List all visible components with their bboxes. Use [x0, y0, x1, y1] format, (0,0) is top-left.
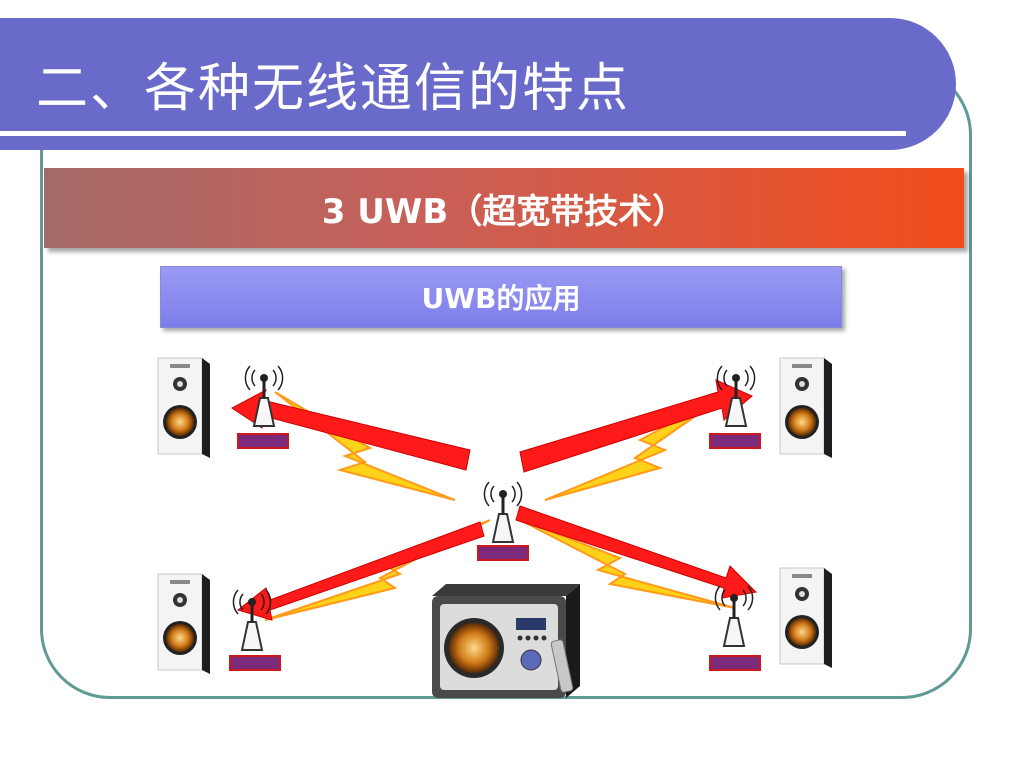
- slide-title: 二、各种无线通信的特点: [36, 59, 631, 119]
- speaker-top-left: [157, 357, 211, 459]
- arrow-to-bottom-left: [236, 521, 485, 621]
- speaker-bottom-left: [157, 573, 211, 675]
- antenna-hub: [477, 480, 529, 561]
- uwb-banner: 3 UWB（超宽带技术）: [44, 168, 964, 248]
- arrow-to-bottom-right: [515, 505, 758, 599]
- antenna-bottom-left: [229, 588, 281, 671]
- antenna-top-left: [237, 364, 289, 449]
- antenna-top-right: [709, 364, 761, 449]
- media-player: [432, 584, 580, 698]
- application-box: UWB的应用: [160, 266, 842, 328]
- antenna-bottom-right: [709, 584, 761, 671]
- banner-text: 3 UWB（超宽带技术）: [321, 191, 687, 232]
- title-bar: [0, 18, 956, 150]
- application-label: UWB的应用: [421, 282, 581, 315]
- title-underline: [0, 131, 906, 136]
- speaker-bottom-right: [779, 567, 833, 669]
- speaker-top-right: [779, 357, 833, 459]
